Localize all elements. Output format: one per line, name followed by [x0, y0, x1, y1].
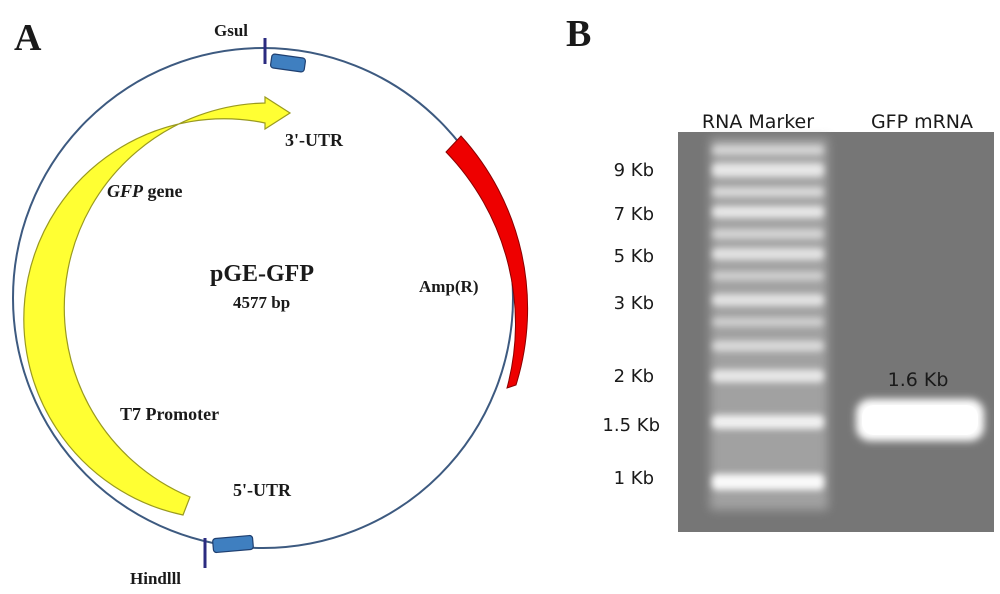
gsul-site-box	[269, 53, 307, 73]
marker-band	[712, 271, 824, 281]
ampr-label: Amp(R)	[419, 277, 479, 296]
utr5-label: 5'-UTR	[233, 480, 292, 500]
t7-promoter-label: T7 Promoter	[120, 404, 219, 424]
sample-lane-header: GFP mRNA	[871, 111, 973, 133]
marker-band	[712, 317, 824, 327]
marker-band	[712, 294, 824, 306]
panel-b-label: B	[566, 13, 591, 55]
gel-image	[678, 132, 994, 532]
gfp-mrna-band-core	[862, 405, 978, 435]
marker-band	[712, 187, 824, 197]
gfp-gene-label: GFP gene	[107, 181, 183, 201]
marker-ladder	[712, 145, 824, 490]
sample-band-label: 1.6 Kb	[888, 369, 949, 391]
panel-a-label: A	[14, 17, 42, 59]
plasmid-name: pGE-GFP	[210, 261, 314, 287]
ampr-arrow	[445, 135, 529, 389]
marker-band	[712, 474, 824, 490]
marker-band	[712, 206, 824, 218]
gfp-gene-arrow	[23, 95, 292, 516]
size-label-3kb: 3 Kb	[614, 293, 654, 314]
marker-band	[712, 340, 824, 352]
marker-band	[712, 248, 824, 260]
size-label-1-5kb: 1.5 Kb	[602, 415, 660, 436]
hindiii-label: Hindlll	[130, 569, 181, 588]
size-label-1kb: 1 Kb	[614, 468, 654, 489]
plasmid-backbone	[12, 47, 514, 549]
marker-band	[712, 145, 824, 155]
size-label-2kb: 2 Kb	[614, 366, 654, 387]
marker-band	[712, 229, 824, 239]
marker-band	[712, 415, 824, 429]
plasmid-size: 4577 bp	[233, 293, 290, 312]
gsul-label: Gsul	[214, 21, 248, 40]
size-label-5kb: 5 Kb	[614, 246, 654, 267]
marker-band	[712, 369, 824, 383]
marker-lane-header: RNA Marker	[702, 111, 814, 133]
utr3-label: 3'-UTR	[285, 130, 344, 150]
marker-band	[712, 163, 824, 177]
panel-b: B RNA Marker GFP mRNA 9 Kb 7 Kb 5 Kb 3 K…	[566, 13, 994, 532]
size-labels: 9 Kb 7 Kb 5 Kb 3 Kb 2 Kb 1.5 Kb 1 Kb	[602, 160, 660, 489]
size-label-9kb: 9 Kb	[614, 160, 654, 181]
panel-a: A Gsul Hindlll 3'-UTR 5'-UTR GFP gene Am…	[12, 17, 529, 588]
hindiii-site-box	[212, 534, 254, 554]
size-label-7kb: 7 Kb	[614, 204, 654, 225]
